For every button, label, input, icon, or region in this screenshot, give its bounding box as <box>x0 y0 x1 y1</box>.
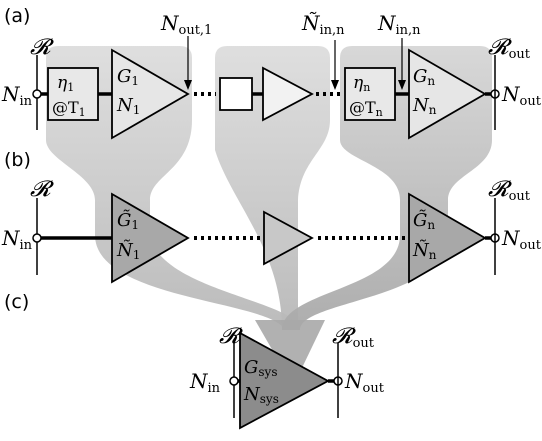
ampn-noise: Nn <box>412 95 437 117</box>
row-b: 𝓡 Nin G̃1 Ñ1 G̃n Ñn 𝓡out Nout <box>1 177 542 284</box>
amplifier-1 <box>111 48 190 140</box>
sys-noise: Nsys <box>243 384 279 406</box>
filter1-temp: @T1 <box>52 98 86 119</box>
panel-label-a: (a) <box>4 5 30 27</box>
band-left-stage <box>46 46 300 330</box>
r-left-label-a: 𝓡 <box>30 35 54 60</box>
n-out-label-c: Nout <box>344 369 385 396</box>
filter1-eta: η1 <box>57 73 74 94</box>
amplifier-n-equivalent <box>408 192 487 284</box>
n-in-label-c: Nin <box>189 369 221 396</box>
sys-gain: Gsys <box>244 357 278 379</box>
amp1-noise: N1 <box>116 95 140 117</box>
n-in-n-arrowhead <box>398 80 406 90</box>
amp1-tilde-gain: G̃1 <box>117 209 139 232</box>
panel-label-b: (b) <box>4 149 31 171</box>
ampn-tilde-noise: Ñn <box>412 238 437 262</box>
n-in-label-a: Nin <box>1 82 33 109</box>
n-in-n-label: Nin,n <box>377 11 421 38</box>
amplifier-1-equivalent <box>111 192 190 284</box>
filtern-eta: ηn <box>353 73 370 94</box>
r-left-label-b: 𝓡 <box>30 177 54 202</box>
input-port-b <box>32 233 42 243</box>
input-port-c <box>229 376 239 386</box>
n-out-1-label: Nout,1 <box>160 11 212 38</box>
ampn-gain: Gn <box>413 66 435 88</box>
panel-label-c: (c) <box>4 291 29 313</box>
amp1-tilde-noise: Ñ1 <box>116 238 140 262</box>
n-out-label-b: Nout <box>501 226 542 253</box>
ampn-tilde-gain: G̃n <box>413 209 435 232</box>
amplifier-middle-equivalent <box>263 210 314 266</box>
row-c: 𝓡 Nin Gsys Nsys 𝓡out Nout <box>189 324 385 430</box>
band-to-system <box>255 320 325 372</box>
filtern-temp: @Tn <box>349 98 383 119</box>
row-a: 𝓡 Nin η1 @T1 G1 N1 Nout,1 Ñin,n ηn @ <box>1 11 542 140</box>
n-tilde-in-n-label: Ñin,n <box>301 11 345 38</box>
r-right-label-b: 𝓡out <box>488 177 531 204</box>
input-port-a <box>32 89 42 99</box>
n-out-1-arrowhead <box>184 80 192 90</box>
amplifier-n <box>408 48 487 140</box>
r-left-label-c: 𝓡 <box>219 324 243 349</box>
r-right-label-a: 𝓡out <box>488 35 531 62</box>
n-tilde-in-n-arrowhead <box>331 80 339 90</box>
filter-block-middle <box>219 77 253 111</box>
system-amplifier <box>239 331 330 430</box>
n-in-label-b: Nin <box>1 226 33 253</box>
r-right-label-c: 𝓡out <box>332 324 375 351</box>
amp1-gain: G1 <box>117 66 139 88</box>
n-out-label-a: Nout <box>501 82 542 109</box>
band-middle-stage <box>215 46 330 330</box>
amplifier-middle <box>262 66 314 122</box>
